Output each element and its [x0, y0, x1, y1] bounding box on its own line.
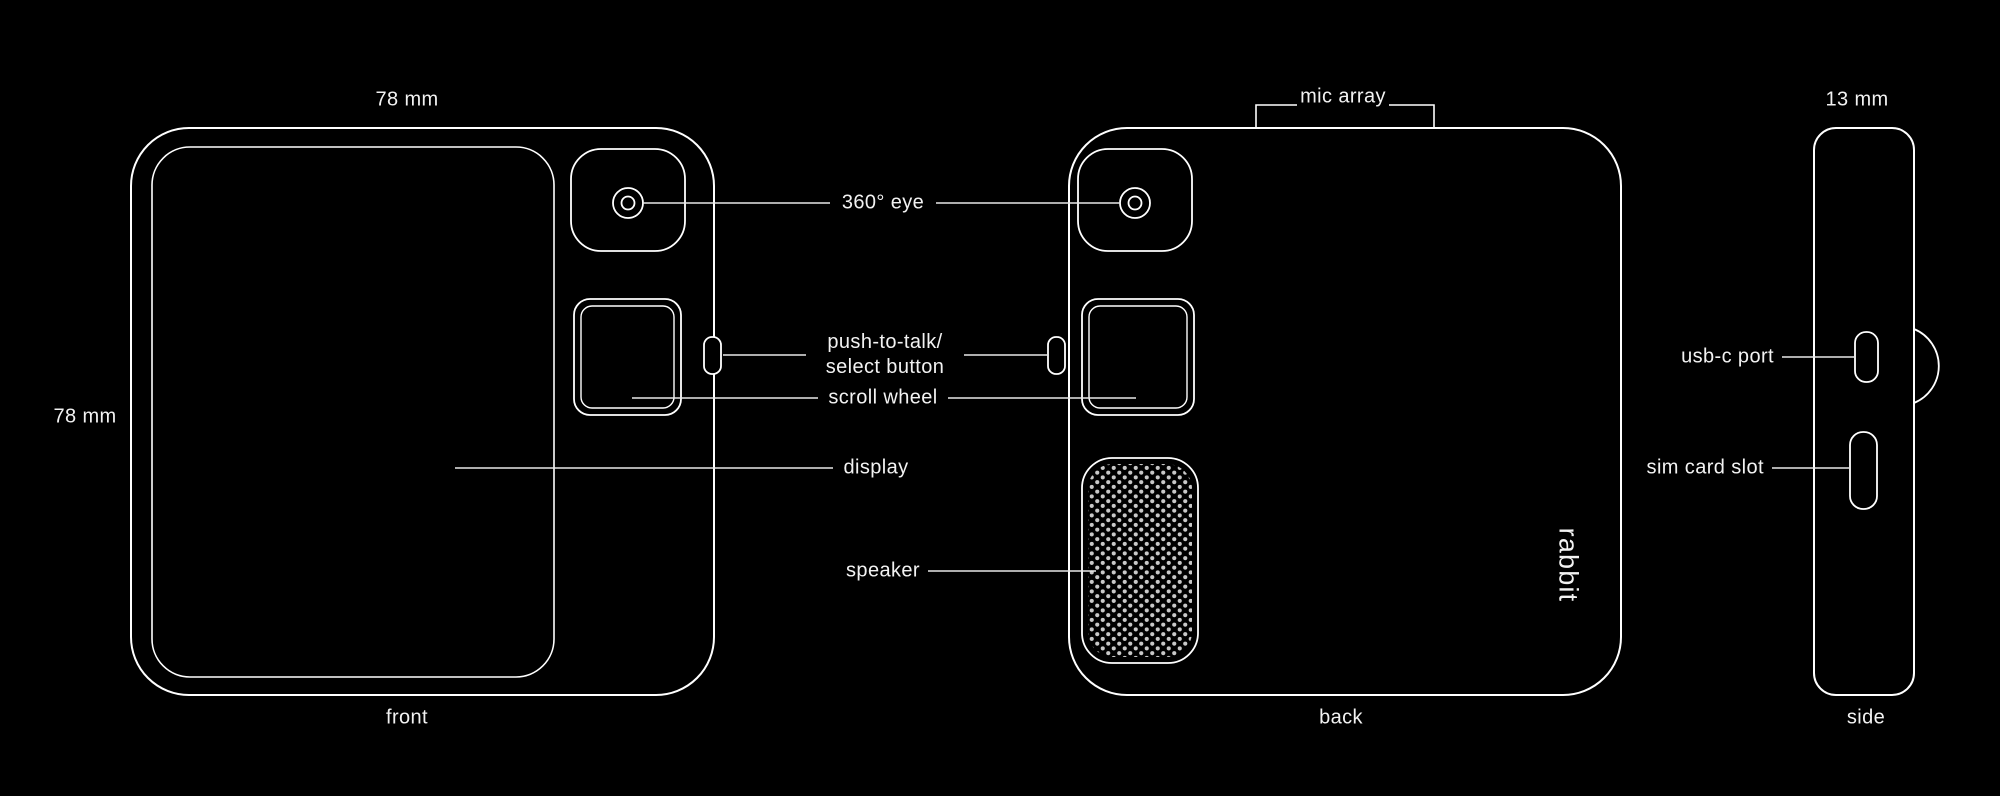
callout-display: display — [843, 456, 909, 479]
label-mic-array: mic array — [1300, 85, 1386, 108]
back-scroll-wheel-inner — [1088, 305, 1188, 409]
side-view-outline — [1813, 127, 1915, 696]
mic-array-bracket — [1255, 104, 1435, 128]
front-scroll-wheel — [573, 298, 682, 416]
callout-push-to-talk: push-to-talk/ select button — [826, 330, 945, 380]
caption-side: side — [1846, 706, 1886, 729]
sim-card-slot-shape — [1849, 431, 1878, 510]
front-scroll-wheel-inner — [580, 305, 675, 409]
back-scroll-wheel — [1081, 298, 1195, 416]
caption-front: front — [385, 706, 429, 729]
dimension-height-front: 78 mm — [53, 405, 117, 428]
front-camera-module — [570, 148, 686, 252]
back-camera-module — [1077, 148, 1193, 252]
callout-usb-c-port: usb-c port — [1681, 345, 1774, 368]
side-scroll-wheel-arc — [1913, 328, 1940, 404]
back-view-outline — [1068, 127, 1622, 696]
caption-back: back — [1319, 706, 1363, 729]
back-speaker — [1081, 457, 1199, 664]
usb-c-port-shape — [1854, 331, 1879, 383]
front-camera-eye-inner — [620, 195, 636, 211]
callout-speaker: speaker — [846, 559, 920, 582]
callout-scroll-wheel: scroll wheel — [828, 386, 938, 409]
callout-push-to-talk-line2: select button — [825, 356, 945, 378]
back-speaker-mesh — [1088, 464, 1192, 657]
front-view-outline — [130, 127, 715, 696]
front-display — [151, 146, 555, 678]
callout-360-eye: 360° eye — [841, 191, 925, 214]
brand-rabbit: rabbit — [1553, 527, 1584, 603]
dimension-width-front: 78 mm — [375, 88, 439, 111]
callout-push-to-talk-line1: push-to-talk/ — [827, 331, 943, 353]
callout-sim-card-slot: sim card slot — [1646, 456, 1764, 479]
front-ptt-button — [703, 336, 722, 375]
back-ptt-button — [1047, 336, 1066, 375]
back-camera-eye-inner — [1127, 195, 1143, 211]
dimension-width-side: 13 mm — [1825, 88, 1889, 111]
